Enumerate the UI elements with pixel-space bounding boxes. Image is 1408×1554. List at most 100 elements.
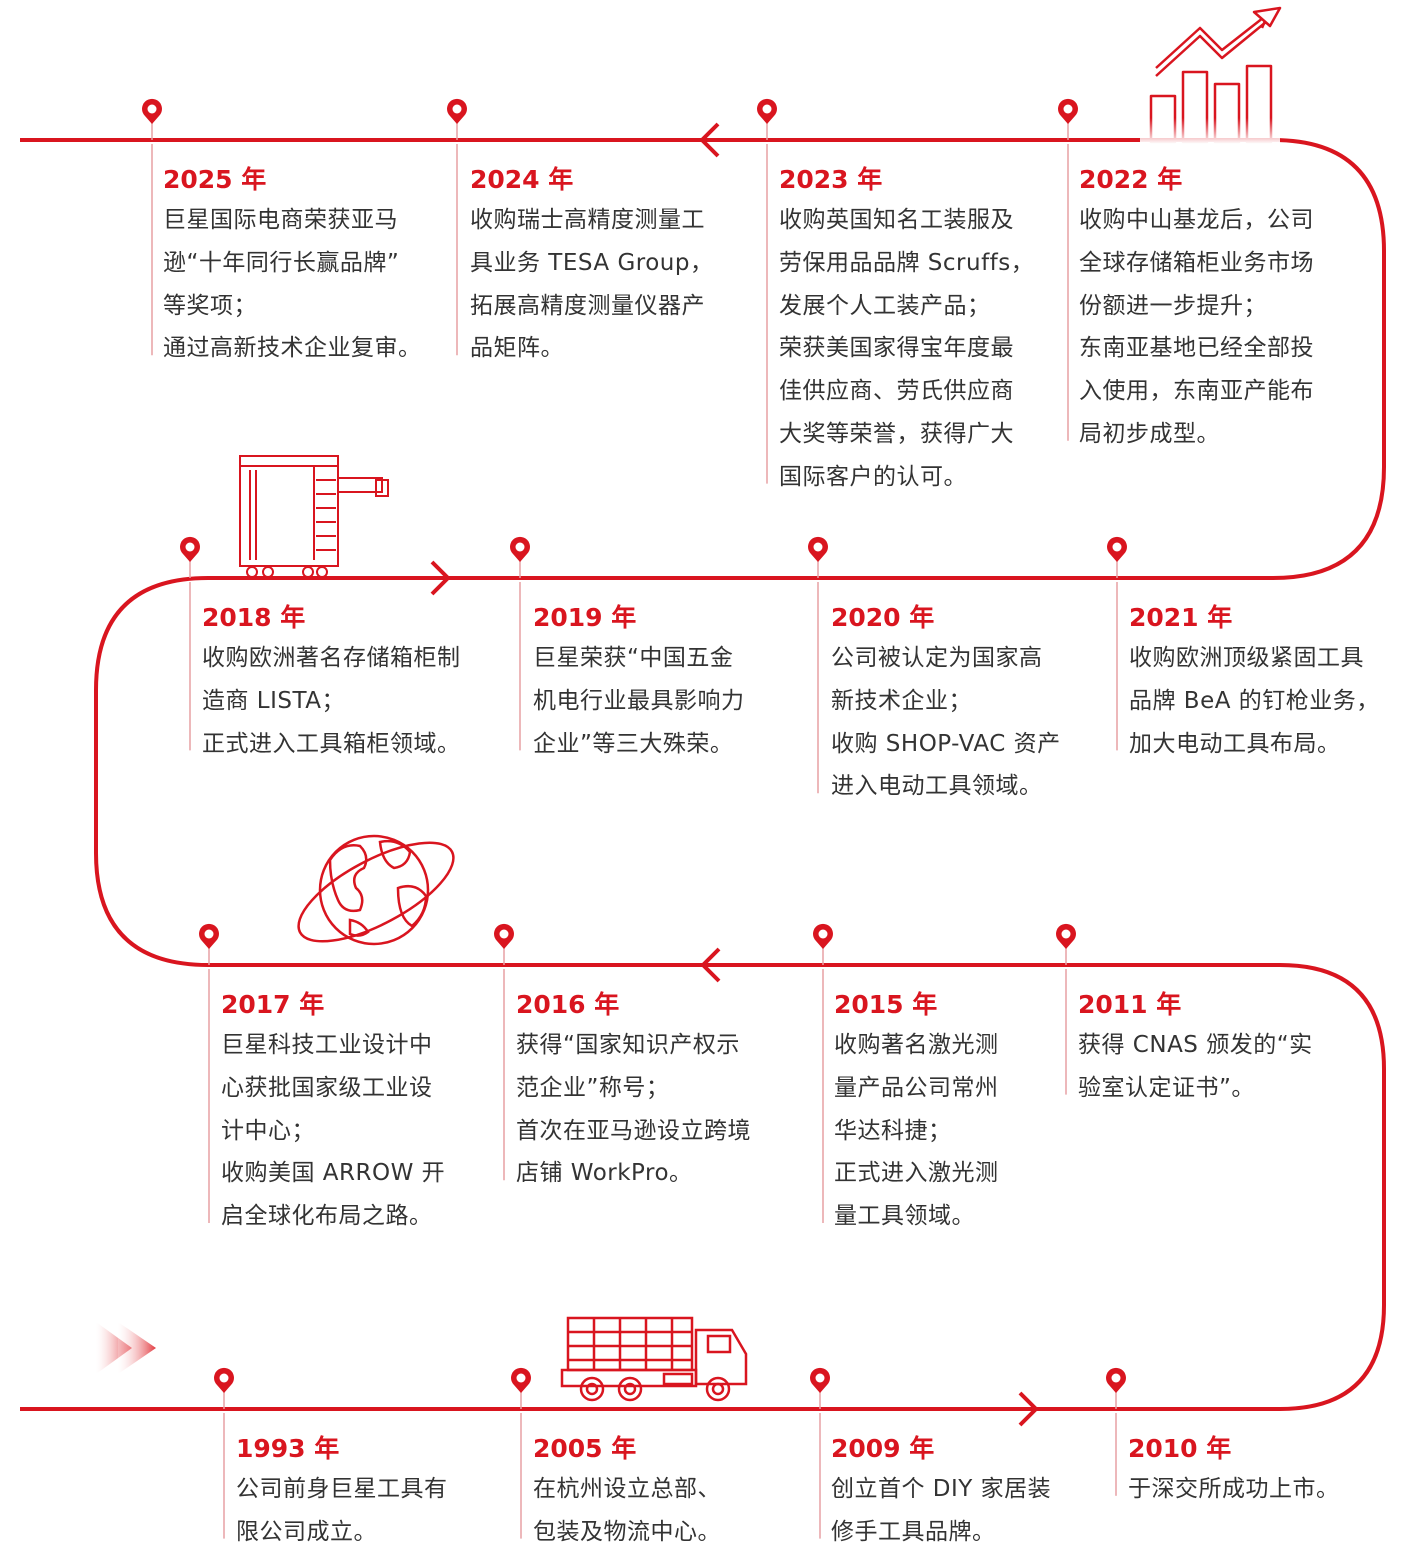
milestone-description-line: 品牌 BeA 的钉枪业务，	[1129, 687, 1380, 714]
milestone-description-line: 荣获美国家得宝年度最	[779, 335, 1014, 362]
milestone-year: 2015 年	[834, 990, 938, 1019]
map-pin-dot	[147, 104, 157, 114]
milestone-description-line: 公司前身巨星工具有	[236, 1476, 448, 1502]
milestone-entry: 2010 年于深交所成功上市。	[1128, 1434, 1340, 1511]
milestone-description-line: 在杭州设立总部、	[533, 1476, 721, 1502]
milestone-entry: 2005 年在杭州设立总部、包装及物流中心。	[533, 1434, 721, 1554]
milestone-description-line: 巨星科技工业设计中	[221, 1032, 433, 1058]
map-pin-dot	[515, 542, 525, 552]
milestone-description-line: 大奖等荣誉，获得广大	[779, 420, 1014, 447]
milestone-entry: 2017 年巨星科技工业设计中心获批国家级工业设计中心；收购美国 ARROW 开…	[221, 990, 445, 1238]
milestone-entry: 2022 年收购中山基龙后，公司全球存储箱柜业务市场份额进一步提升； 东南亚基地已…	[1079, 165, 1314, 456]
milestone-entry: 2020 年公司被认定为国家高新技术企业； 收购 SHOP-VAC 资产进入电动工…	[831, 603, 1061, 808]
milestone-description-line: 正式进入工具箱柜领域。	[202, 730, 461, 757]
milestone-year: 2022 年	[1079, 165, 1183, 194]
milestone-description-line: 获得“国家知识产权示	[516, 1032, 740, 1058]
milestone-description-line: 于深交所成功上市。	[1128, 1476, 1340, 1502]
milestone-description-line: 修手工具品牌。	[831, 1518, 996, 1545]
milestone-description-line: 公司被认定为国家高	[831, 645, 1043, 671]
truck-icon	[560, 1316, 748, 1402]
milestone-entry: 2009 年创立首个 DIY 家居装修手工具品牌。	[831, 1434, 1051, 1554]
milestone-description-line: 拓展高精度测量仪器产	[470, 292, 705, 319]
milestone-year: 2009 年	[831, 1434, 935, 1463]
milestone-description-line: 加大电动工具布局。	[1129, 730, 1341, 757]
milestone-description-line: 包装及物流中心。	[533, 1518, 721, 1545]
map-pin-dot	[1063, 104, 1073, 114]
milestone-entry: 2016 年获得“国家知识产权示范企业”称号；首次在亚马逊设立跨境店铺 Work…	[516, 990, 751, 1195]
timeline-path	[20, 138, 1386, 1411]
map-pin-dot	[813, 542, 823, 552]
milestone-description-line: 收购著名激光测	[834, 1032, 999, 1058]
milestone-description-line: 收购欧洲著名存储箱柜制	[202, 645, 461, 671]
milestone-description-line: 全球存储箱柜业务市场	[1079, 249, 1314, 276]
direction-arrow-left	[700, 947, 721, 983]
milestone-description-line: 国际客户的认可。	[779, 463, 967, 490]
milestone-description-line: 逊“十年同行长赢品牌”	[163, 249, 400, 276]
milestone-description-line: 品矩阵。	[470, 335, 564, 362]
milestone-description-line: 新技术企业；	[831, 687, 972, 714]
milestone-description-line: 获得 CNAS 颁发的“实	[1078, 1032, 1313, 1058]
milestone-description-line: 收购英国知名工装服及	[779, 207, 1014, 233]
milestone-pins	[142, 98, 1127, 1539]
milestone-description-line: 收购中山基龙后，公司	[1079, 207, 1314, 233]
map-pin-dot	[1111, 1373, 1121, 1383]
milestone-description-line: 企业”等三大殊荣。	[533, 730, 734, 757]
milestone-entry: 2011 年获得 CNAS 颁发的“实验室认定证书”。	[1078, 990, 1313, 1110]
milestone-description-line: 等奖项；	[163, 292, 257, 319]
milestone-entry: 2015 年收购著名激光测量产品公司常州华达科捷；正式进入激光测量工具领域。	[834, 990, 999, 1238]
map-pin-dot	[516, 1373, 526, 1383]
map-pin-dot	[1061, 929, 1071, 939]
milestone-description-line: 限公司成立。	[236, 1518, 377, 1545]
direction-arrow-right	[1018, 1391, 1039, 1427]
milestone-description-line: 造商 LISTA；	[202, 687, 346, 714]
milestone-description-line: 计中心；	[221, 1117, 315, 1144]
milestone-description-line: 店铺 WorkPro。	[516, 1160, 693, 1187]
map-pin-dot	[815, 1373, 825, 1383]
milestone-year: 2024 年	[470, 165, 574, 194]
milestone-description-line: 佳供应商、劳氏供应商	[779, 378, 1014, 405]
map-pin-dot	[762, 104, 772, 114]
milestone-description-line: 局初步成型。	[1079, 420, 1220, 447]
milestone-entry: 2023 年收购英国知名工装服及劳保用品品牌 Scruffs，发展个人工装产品；…	[779, 165, 1034, 499]
map-pin-dot	[499, 929, 509, 939]
milestone-description-line: 首次在亚马逊设立跨境	[516, 1117, 751, 1144]
milestone-description-line: 创立首个 DIY 家居装	[831, 1476, 1052, 1502]
direction-arrow-left	[699, 122, 720, 158]
milestone-description-line: 东南亚基地已经全部投	[1079, 335, 1314, 362]
milestone-year: 2005 年	[533, 1434, 637, 1463]
milestone-year: 1993 年	[236, 1434, 340, 1463]
milestone-year: 2017 年	[221, 990, 325, 1019]
map-pin-dot	[1112, 542, 1122, 552]
map-pin-dot	[204, 929, 214, 939]
direction-arrow-right	[430, 560, 451, 596]
milestone-description-line: 份额进一步提升；	[1079, 292, 1267, 319]
milestone-year: 2010 年	[1128, 1434, 1232, 1463]
milestone-description-line: 发展个人工装产品；	[779, 292, 991, 319]
milestone-entry: 2024 年收购瑞士高精度测量工具业务 TESA Group，拓展高精度测量仪器…	[470, 165, 714, 370]
milestone-year: 2025 年	[163, 165, 267, 194]
milestone-description-line: 启全球化布局之路。	[221, 1203, 433, 1230]
milestone-year: 2011 年	[1078, 990, 1182, 1019]
milestone-description-line: 入使用，东南亚产能布	[1079, 378, 1314, 405]
milestone-year: 2020 年	[831, 603, 935, 632]
map-pin-dot	[818, 929, 828, 939]
bar-chart-growth-icon	[1140, 6, 1282, 144]
milestone-description-line: 进入电动工具领域。	[831, 773, 1043, 800]
milestone-description-line: 收购瑞士高精度测量工	[470, 207, 705, 233]
globe-ring-icon	[297, 834, 455, 946]
tool-cabinet-icon	[239, 455, 389, 578]
milestone-year: 2023 年	[779, 165, 883, 194]
milestone-entry: 2018 年收购欧洲著名存储箱柜制造商 LISTA；正式进入工具箱柜领域。	[202, 603, 461, 765]
milestone-description-line: 巨星荣获“中国五金	[533, 645, 734, 671]
milestone-entry: 1993 年公司前身巨星工具有限公司成立。	[236, 1434, 448, 1554]
milestone-entry: 2021 年收购欧洲顶级紧固工具品牌 BeA 的钉枪业务， 加大电动工具布局。	[1129, 603, 1380, 765]
map-pin-dot	[185, 542, 195, 552]
milestone-description-line: 收购 SHOP-VAC 资产	[831, 730, 1061, 757]
milestone-year: 2021 年	[1129, 603, 1233, 632]
milestone-description-line: 验室认定证书”。	[1078, 1074, 1255, 1101]
milestone-description-line: 收购欧洲顶级紧固工具	[1129, 645, 1364, 671]
milestone-description-line: 收购美国 ARROW 开	[221, 1160, 446, 1187]
milestone-description-line: 量工具领域。	[834, 1203, 975, 1230]
milestone-description-line: 通过高新技术企业复审。	[163, 335, 422, 362]
